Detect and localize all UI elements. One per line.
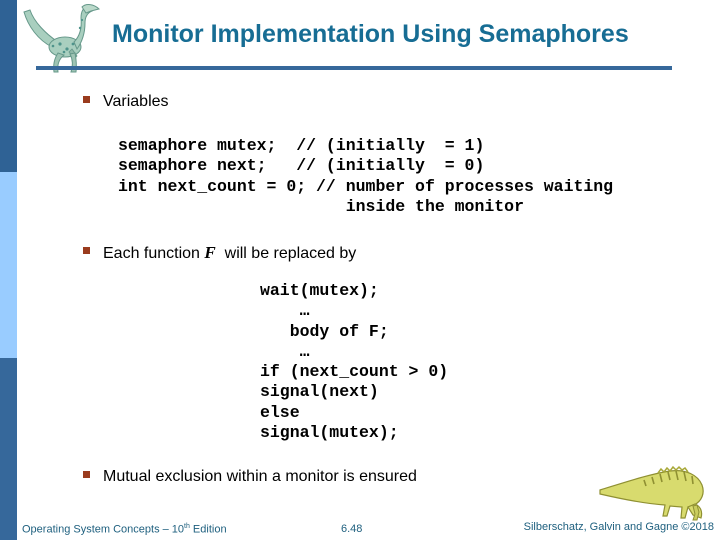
footer-book-title: Operating System Concepts – 10th Edition (22, 523, 227, 536)
sidebar-color-bar (0, 0, 17, 540)
slide-page-number: 6.48 (341, 523, 363, 535)
footer-book-title-text: Operating System Concepts – 10 (22, 523, 185, 536)
bullet-each-function-prefix: Each function (103, 245, 205, 262)
bullet-marker (83, 247, 90, 254)
bullet-each-function-suffix: will be replaced by (215, 245, 357, 262)
code-line: inside the monitor (118, 196, 524, 216)
code-line: int next_count = 0; // number of process… (118, 176, 614, 196)
bullet-marker (83, 471, 90, 478)
bullet-mutual-exclusion: Mutual exclusion within a monitor is ens… (103, 468, 417, 485)
code-line: … (260, 301, 310, 321)
code-line: signal(next) (260, 382, 379, 402)
code-line: if (next_count > 0) (260, 362, 449, 382)
slide-title: Monitor Implementation Using Semaphores (112, 20, 629, 48)
bullet-marker (83, 96, 90, 103)
sidebar-segment-medium (0, 358, 17, 540)
title-underline (36, 66, 672, 70)
bullet-variables: Variables (103, 93, 169, 110)
footer-edition-text: Edition (189, 523, 227, 536)
footer-authors: Silberschatz, Galvin and Gagne ©2018 (523, 521, 714, 533)
bullet-each-function: Each function F will be replaced by (103, 243, 356, 263)
code-line: signal(mutex); (260, 423, 399, 443)
dinosaur-logo-icon (23, 4, 100, 73)
code-line: body of F; (260, 321, 389, 341)
footer-edition-superscript: th (184, 523, 190, 530)
sidebar-segment-dark (0, 0, 17, 172)
function-body-code-block: wait(mutex); … body of F; … if (next_cou… (260, 281, 448, 443)
sidebar-segment-light (0, 172, 17, 358)
function-f-symbol: F (204, 243, 216, 262)
code-line: … (260, 341, 310, 361)
variables-code-block: semaphore mutex; // (initially = 1) sema… (118, 136, 613, 217)
code-line: else (260, 402, 300, 422)
code-line: semaphore next; // (initially = 0) (118, 156, 485, 176)
code-line: semaphore mutex; // (initially = 1) (118, 136, 485, 155)
code-line: wait(mutex); (260, 281, 379, 300)
dinosaur-mascot-icon (599, 465, 704, 521)
